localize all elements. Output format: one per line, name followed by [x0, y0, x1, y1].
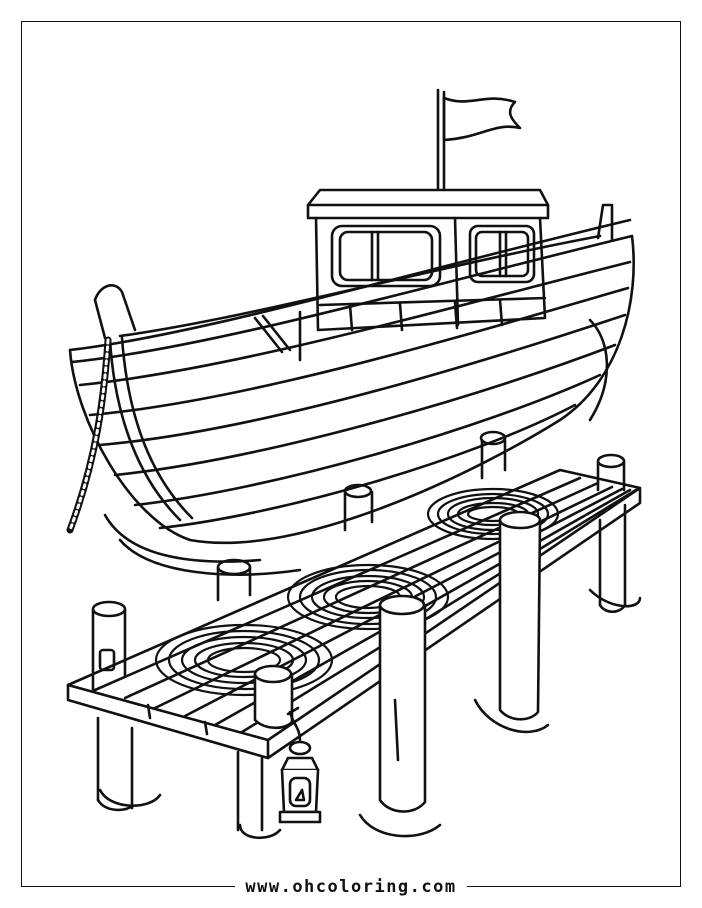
rope-coil-back [428, 489, 558, 539]
rope-coil-front [156, 625, 332, 695]
dock-legs [98, 505, 625, 830]
dock-deck [68, 470, 640, 758]
rope-coil-middle [288, 565, 448, 629]
lantern [280, 708, 320, 822]
dock-pilings-front [255, 512, 540, 812]
website-link[interactable]: www.ohcoloring.com [235, 877, 467, 897]
dock-pilings-back [93, 432, 624, 690]
footer: www.ohcoloring.com [21, 874, 681, 900]
water-ripples [100, 320, 640, 838]
bow-rope [70, 340, 108, 530]
flag [438, 90, 520, 188]
boat-hull [70, 205, 634, 543]
